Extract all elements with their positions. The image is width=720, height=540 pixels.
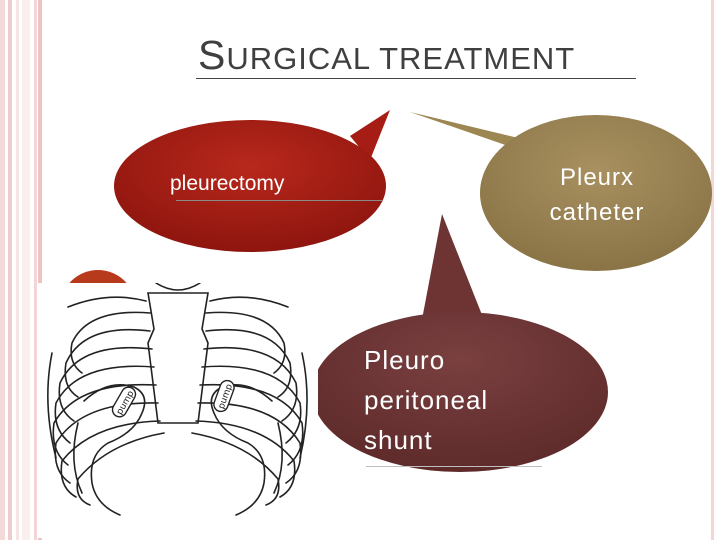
pleurx-line-2: catheter [549, 199, 645, 226]
shunt-bubble [312, 214, 608, 472]
pleurectomy-label: pleurectomy [170, 172, 285, 195]
pleurx-bubble [410, 112, 712, 271]
shunt-line-3: shunt [364, 425, 433, 455]
shunt-line-1: Pleuro [364, 345, 446, 375]
title-rest: URGICAL TREATMENT [226, 41, 576, 76]
title-underline [196, 78, 636, 79]
slide-title: SURGICAL TREATMENT [198, 32, 638, 80]
pleurx-line-1: Pleurx [559, 164, 635, 191]
pleurectomy-underline [176, 200, 382, 201]
ribcage-illustration: pump pump [38, 283, 318, 538]
pleurectomy-bubble [114, 110, 390, 252]
pleurx-label: Pleurx catheter [512, 160, 682, 230]
shunt-line-2: peritoneal [364, 385, 489, 415]
title-first-letter: S [198, 32, 227, 78]
shunt-label: Pleuro peritoneal shunt [364, 340, 488, 460]
shunt-underline [366, 466, 542, 467]
